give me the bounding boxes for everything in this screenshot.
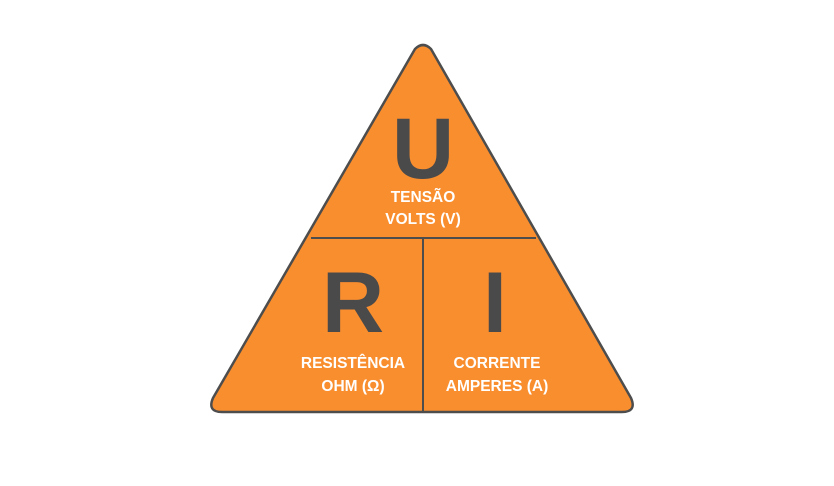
triangle-shape <box>210 43 634 414</box>
letter-u: U <box>392 101 454 197</box>
resistencia-label: RESISTÊNCIA <box>301 354 405 372</box>
top-section: U TENSÃO VOLTS (V) <box>385 101 461 228</box>
amperes-label: AMPERES (A) <box>446 378 548 395</box>
corrente-label: CORRENTE <box>454 355 541 372</box>
tensao-label: TENSÃO <box>391 188 456 206</box>
letter-i: I <box>483 255 507 351</box>
bottom-right-section: I CORRENTE AMPERES (A) <box>446 255 548 395</box>
volts-label: VOLTS (V) <box>385 211 461 228</box>
bottom-left-section: R RESISTÊNCIA OHM (Ω) <box>301 255 405 395</box>
letter-r: R <box>322 255 384 351</box>
ohm-label: OHM (Ω) <box>321 378 384 395</box>
